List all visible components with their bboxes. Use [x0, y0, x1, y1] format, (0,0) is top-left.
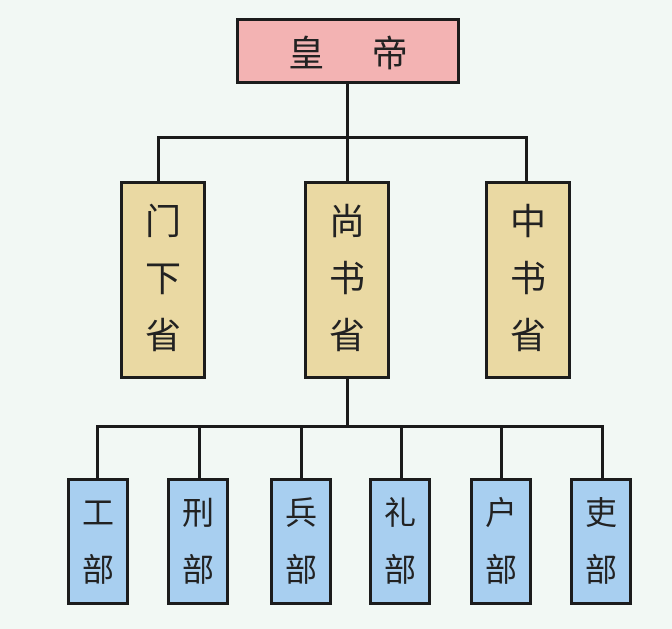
connector-to-menxia [157, 136, 160, 182]
ministry-char: 工 [81, 494, 114, 533]
connector-to-shangshu [346, 136, 349, 182]
connector-to-libu-personnel [601, 425, 604, 479]
ministry-char: 部 [181, 550, 214, 589]
ministry-libu-rites: 礼 部 [369, 478, 431, 605]
ministry-char: 部 [383, 550, 416, 589]
province-zhongshu: 中 书 省 [485, 181, 571, 379]
emperor-label: 皇 帝 [288, 34, 426, 75]
province-char: 省 [509, 316, 546, 358]
connector-to-libu [400, 425, 403, 479]
ministry-xingbu: 刑 部 [167, 478, 229, 605]
emperor-node: 皇 帝 [236, 18, 460, 84]
ministry-char: 兵 [284, 494, 317, 533]
ministry-bingbu: 兵 部 [270, 478, 332, 605]
connector-ministry-bar [96, 425, 604, 428]
ministry-char: 礼 [383, 494, 416, 533]
connector-to-xingbu [198, 425, 201, 479]
ministry-char: 部 [584, 550, 617, 589]
province-char: 门 [144, 201, 181, 243]
province-char: 下 [144, 258, 181, 300]
ministry-gongbu: 工 部 [67, 478, 129, 605]
ministry-char: 部 [81, 550, 114, 589]
province-char: 中 [509, 201, 546, 243]
connector-emperor-down [346, 84, 349, 138]
ministry-libu-personnel: 吏 部 [570, 478, 632, 605]
ministry-char: 部 [484, 550, 517, 589]
province-menxia: 门 下 省 [120, 181, 206, 379]
province-shangshu: 尚 书 省 [304, 181, 390, 379]
connector-to-gongbu [96, 425, 99, 479]
province-char: 省 [144, 316, 181, 358]
province-char: 尚 [328, 201, 365, 243]
connector-to-bingbu [300, 425, 303, 479]
ministry-char: 刑 [181, 494, 214, 533]
connector-shangshu-down [346, 378, 349, 428]
connector-to-hubu [500, 425, 503, 479]
province-char: 书 [509, 258, 546, 300]
connector-province-bar [157, 136, 528, 139]
province-char: 省 [328, 316, 365, 358]
ministry-char: 吏 [584, 494, 617, 533]
ministry-hubu: 户 部 [470, 478, 532, 605]
connector-to-zhongshu [525, 136, 528, 182]
ministry-char: 部 [284, 550, 317, 589]
province-char: 书 [328, 258, 365, 300]
ministry-char: 户 [484, 494, 517, 533]
